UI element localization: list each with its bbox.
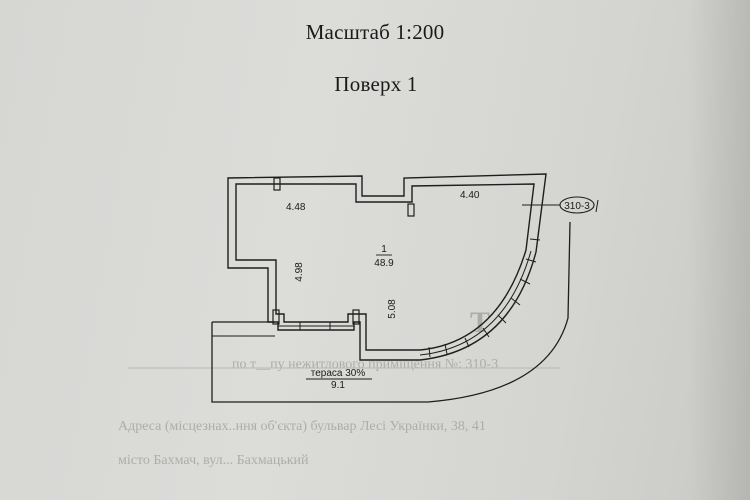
window-tick: [497, 314, 507, 324]
dim-left: 4.98: [294, 262, 305, 282]
scale-title: Масштаб 1:200: [305, 20, 445, 44]
room-number: 1: [381, 244, 387, 255]
window-tick: [444, 343, 448, 355]
window-tick: [529, 238, 541, 241]
inner-wall: [235, 183, 535, 351]
wall-stub-niche: [407, 203, 415, 217]
window-tick: [428, 346, 431, 358]
ghost-line-2: Адреса (місцезнах..ння об'єкта) бульвар …: [118, 419, 486, 434]
wall-stub-top: [273, 177, 281, 191]
window-mullion-curve: [419, 250, 532, 356]
terrace-label: тераса 30%: [311, 368, 366, 379]
floor-title: Поверх 1: [334, 72, 418, 96]
dim-top-left: 4.48: [286, 202, 306, 213]
window-tick: [482, 327, 490, 338]
window-tick: [510, 297, 521, 306]
window-tick: [464, 337, 470, 348]
wall-stub-left: [272, 309, 280, 325]
curved-windows: [419, 238, 541, 358]
ghost-line-3: місто Бахмач, вул... Бахмацький: [118, 453, 309, 468]
dim-right: 5.08: [387, 299, 398, 319]
window-tick: [519, 278, 531, 285]
ghost-heading: Т: [470, 306, 492, 339]
unit-tag-label: 310-3: [564, 201, 590, 212]
room-area: 48.9: [374, 258, 394, 269]
paper-edge-shadow: [688, 0, 750, 500]
dim-top-right: 4.40: [460, 190, 480, 201]
tag-mark: [595, 199, 599, 213]
unit-tag-oval: [559, 196, 595, 214]
outer-wall: [227, 173, 547, 361]
bottom-window: [278, 322, 354, 330]
wall-stub-right: [352, 309, 360, 325]
terrace-outline: [211, 221, 571, 403]
terrace-area: 9.1: [331, 380, 345, 391]
window-tick: [525, 258, 537, 263]
